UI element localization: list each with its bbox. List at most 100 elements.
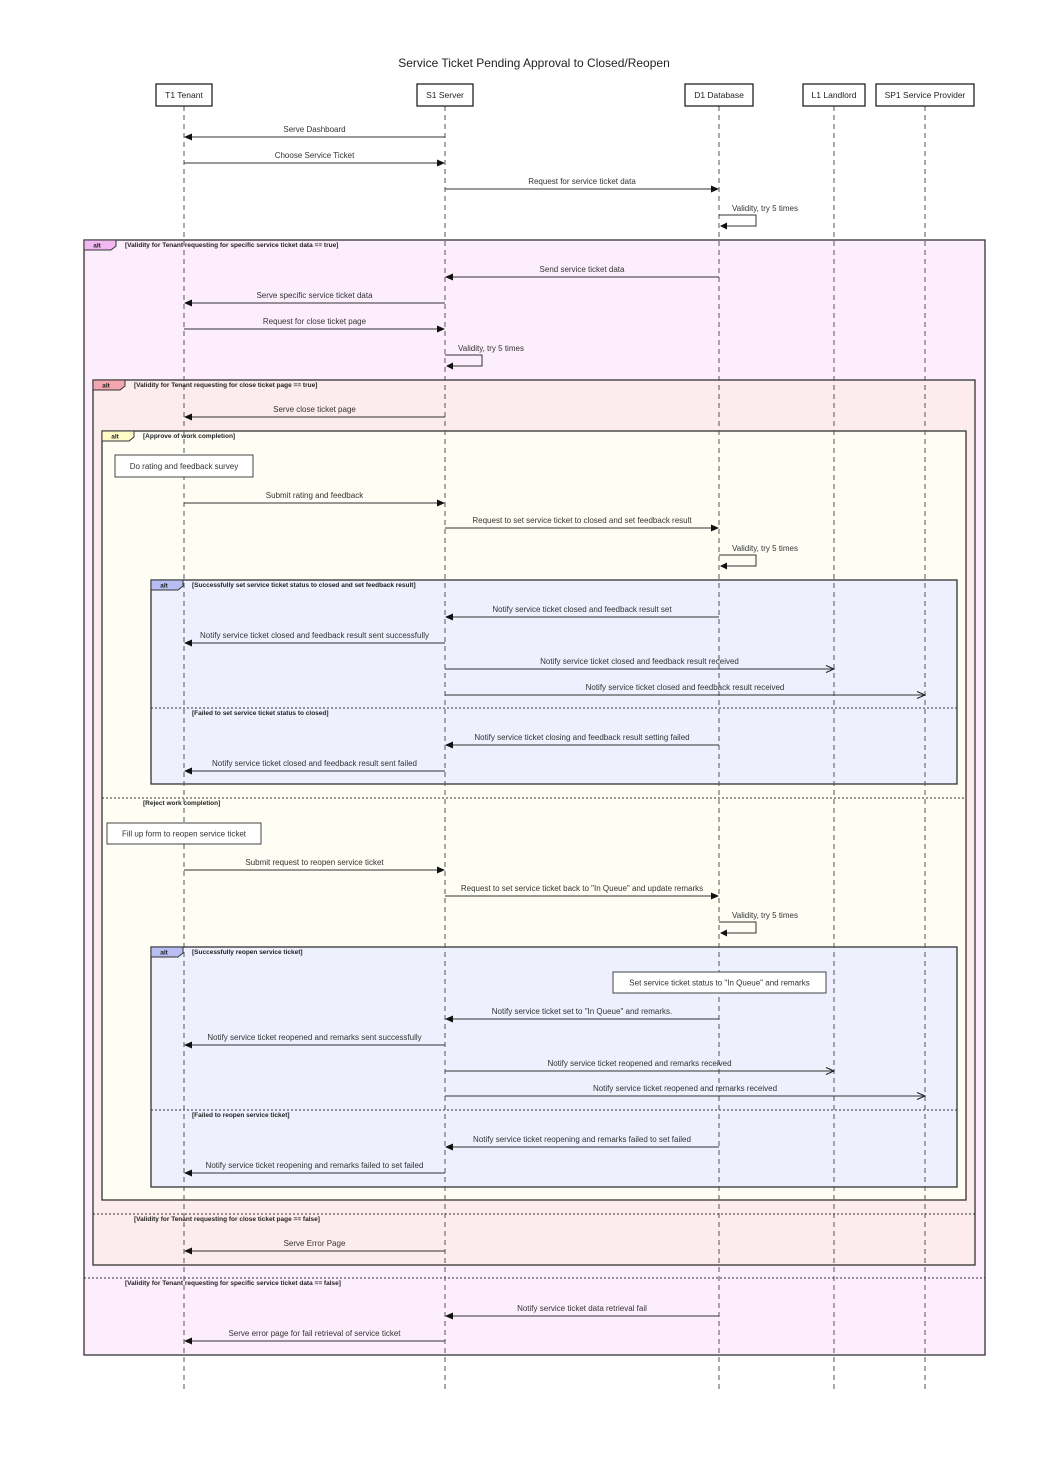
- message-label: Notify service ticket closed and feedbac…: [586, 683, 785, 692]
- alt-condition: [Approve of work completion]: [143, 433, 235, 440]
- lifelines: [183, 106, 926, 1390]
- arrowhead-icon: [720, 562, 727, 570]
- message-label: Validity, try 5 times: [458, 344, 524, 353]
- message-arrow: Choose Service Ticket: [184, 151, 445, 167]
- alt-tag-label: alt: [93, 243, 101, 250]
- arrowhead-icon: [711, 524, 719, 532]
- message-label: Submit rating and feedback: [266, 491, 364, 500]
- arrowhead-icon: [437, 159, 445, 167]
- participant-l1[interactable]: L1 Landlord: [802, 83, 866, 107]
- open-arrowhead-icon: [825, 1067, 836, 1075]
- arrowhead-icon: [711, 892, 719, 900]
- message-arrow: Validity, try 5 times: [719, 204, 798, 230]
- alt-tag: [150, 946, 184, 958]
- message-label: Request for close ticket page: [263, 317, 367, 326]
- note-label: Do rating and feedback survey: [130, 462, 239, 471]
- message-label: Request to set service ticket to closed …: [472, 516, 692, 525]
- participants: T1 Tenant S1 Server D1 Database L1 Landlord…: [155, 83, 975, 107]
- participant-d1[interactable]: D1 Database: [684, 83, 754, 107]
- message-arrow: Request for service ticket data: [445, 177, 719, 193]
- note-box: Set service ticket status to "In Queue" …: [612, 971, 827, 994]
- arrowhead-icon: [720, 222, 727, 230]
- message-label: Request for service ticket data: [528, 177, 636, 186]
- message-arrow: Serve close ticket page: [184, 405, 445, 421]
- message-arrow: Serve Error Page: [184, 1239, 445, 1255]
- alt-frame-set-closed: alt [Successfully set service ticket stat…: [150, 579, 958, 785]
- message-arrow: Notify service ticket reopening and rema…: [184, 1161, 445, 1177]
- alt-tag-label: alt: [160, 583, 168, 590]
- participant-s1[interactable]: S1 Server: [416, 83, 474, 107]
- participant-label: D1 Database: [694, 90, 744, 100]
- arrowhead-icon: [184, 133, 192, 141]
- alt-condition: [Failed to set service ticket status to …: [192, 710, 329, 717]
- message-arrow: Notify service ticket closed and feedbac…: [445, 657, 836, 673]
- arrowhead-icon: [437, 499, 445, 507]
- message-arrow: Notify service ticket set to "In Queue" …: [445, 1007, 719, 1023]
- message-label: Serve error page for fail retrieval of s…: [228, 1329, 401, 1338]
- participant-label: L1 Landlord: [812, 90, 857, 100]
- note-label: Set service ticket status to "In Queue" …: [629, 979, 809, 988]
- message-label: Notify service ticket closing and feedba…: [474, 733, 689, 742]
- message-arrow: Serve error page for fail retrieval of s…: [184, 1329, 445, 1345]
- open-arrowhead-icon: [825, 665, 836, 673]
- message-arrow: Notify service ticket reopened and remar…: [445, 1084, 927, 1100]
- message-label: Send service ticket data: [540, 265, 625, 274]
- message-label: Notify service ticket reopening and rema…: [473, 1135, 691, 1144]
- alt-condition: [Successfully set service ticket status …: [192, 582, 416, 589]
- participant-sp1[interactable]: SP1 Service Provider: [875, 83, 975, 107]
- arrowhead-icon: [184, 639, 192, 647]
- alt-tag-label: alt: [102, 383, 110, 390]
- message-label: Validity, try 5 times: [732, 204, 798, 213]
- participant-t1[interactable]: T1 Tenant: [155, 83, 213, 107]
- note-box: Do rating and feedback survey: [114, 454, 254, 478]
- alt-condition: [Validity for Tenant requesting for clos…: [134, 1216, 320, 1223]
- arrowhead-icon: [445, 273, 453, 281]
- message-arrow: Submit request to reopen service ticket: [184, 858, 445, 874]
- arrowhead-icon: [184, 413, 192, 421]
- alt-condition: [Validity for Tenant requesting for spec…: [125, 1280, 341, 1287]
- alt-condition: [Validity for Tenant requesting for spec…: [125, 242, 338, 249]
- alt-condition: [Validity for Tenant requesting for clos…: [134, 382, 317, 389]
- arrowhead-icon: [720, 929, 727, 937]
- message-label: Serve Error Page: [284, 1239, 346, 1248]
- message-label: Request to set service ticket back to "I…: [461, 884, 703, 893]
- arrowhead-icon: [445, 741, 453, 749]
- arrowhead-icon: [184, 1337, 192, 1345]
- participant-label: SP1 Service Provider: [885, 90, 966, 100]
- message-arrow: Send service ticket data: [445, 265, 719, 281]
- arrowhead-icon: [184, 1169, 192, 1177]
- message-arrow: Serve specific service ticket data: [184, 291, 445, 307]
- message-label: Serve specific service ticket data: [256, 291, 373, 300]
- message-label: Serve Dashboard: [283, 125, 345, 134]
- message-arrow: Notify service ticket closed and feedbac…: [445, 683, 927, 699]
- arrowhead-icon: [445, 1312, 453, 1320]
- message-arrow: Validity, try 5 times: [445, 344, 524, 370]
- message-arrow: Validity, try 5 times: [719, 544, 798, 570]
- message-arrow: Notify service ticket reopened and remar…: [184, 1033, 445, 1049]
- message-arrow: Submit rating and feedback: [184, 491, 445, 507]
- arrowhead-icon: [446, 362, 453, 370]
- alt-frames: alt [Validity for Tenant requesting for s…: [83, 239, 986, 1356]
- message-label: Notify service ticket reopened and remar…: [547, 1059, 731, 1068]
- message-label: Notify service ticket reopening and rema…: [206, 1161, 424, 1170]
- message-label: Notify service ticket closed and feedbac…: [200, 631, 429, 640]
- message-arrow: Notify service ticket closed and feedbac…: [184, 759, 445, 775]
- participant-label: T1 Tenant: [165, 90, 203, 100]
- arrowhead-icon: [184, 767, 192, 775]
- alt-tag: [83, 239, 117, 251]
- message-label: Serve close ticket page: [273, 405, 356, 414]
- arrowhead-icon: [184, 299, 192, 307]
- alt-tag: [101, 430, 135, 442]
- alt-condition: [Failed to reopen service ticket]: [192, 1112, 290, 1119]
- message-label: Notify service ticket reopened and remar…: [207, 1033, 421, 1042]
- diagram-title: Service Ticket Pending Approval to Close…: [398, 56, 670, 70]
- arrowhead-icon: [445, 1143, 453, 1151]
- open-arrowhead-icon: [916, 1092, 927, 1100]
- arrowhead-icon: [711, 185, 719, 193]
- note-label: Fill up form to reopen service ticket: [122, 830, 247, 839]
- alt-tag: [150, 579, 184, 591]
- participant-label: S1 Server: [426, 90, 464, 100]
- message-arrow: Notify service ticket reopened and remar…: [445, 1059, 836, 1075]
- message-arrow: Notify service ticket closed and feedbac…: [445, 605, 719, 621]
